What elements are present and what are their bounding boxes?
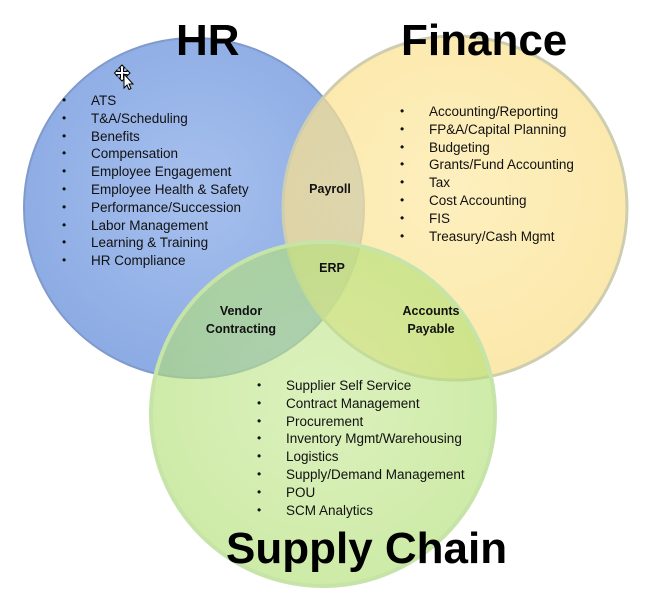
bullet-icon: • xyxy=(62,181,67,196)
list-item: •Learning & Training xyxy=(62,235,209,251)
list-item: •SCM Analytics xyxy=(257,502,374,518)
bullet-icon: • xyxy=(400,228,405,243)
list-item: •Employee Health & Safety xyxy=(62,181,249,197)
overlap-label-vendor-contracting: Vendor Contracting xyxy=(196,302,286,338)
bullet-icon: • xyxy=(400,121,405,136)
list-item: •Grants/Fund Accounting xyxy=(400,157,574,173)
list-item: •Procurement xyxy=(257,413,364,429)
bullet-icon: • xyxy=(62,128,67,143)
list-item: •Performance/Succession xyxy=(62,199,242,215)
overlap-label-line: Contracting xyxy=(205,322,277,336)
list-item: •HR Compliance xyxy=(62,253,186,269)
bullet-icon: • xyxy=(257,378,262,392)
bullet-icon: • xyxy=(257,395,262,410)
list-item: •Compensation xyxy=(62,146,179,162)
list-item: •Treasury/Cash Mgmt xyxy=(400,228,555,244)
bullet-icon: • xyxy=(400,157,405,172)
list-item: •Contract Management xyxy=(257,395,420,411)
bullet-icon: • xyxy=(257,413,262,428)
list-item: •Tax xyxy=(400,175,451,191)
hr-item-list: •ATS •T&A/Scheduling •Benefits •Compensa… xyxy=(62,92,249,270)
supply-chain-title: Supply Chain xyxy=(226,524,508,573)
bullet-icon: • xyxy=(257,484,262,499)
bullet-icon: • xyxy=(400,104,405,118)
bullet-icon: • xyxy=(400,192,405,207)
list-item: •Inventory Mgmt/Warehousing xyxy=(257,431,462,447)
bullet-icon: • xyxy=(62,217,67,232)
overlap-label-accounts-payable: Accounts Payable xyxy=(386,302,476,338)
hr-title: HR xyxy=(176,16,240,65)
supply-chain-circle xyxy=(149,240,497,588)
bullet-icon: • xyxy=(62,199,67,214)
list-item: •Employee Engagement xyxy=(62,164,232,180)
overlap-label-line: Accounts xyxy=(402,304,460,318)
bullet-icon: • xyxy=(62,146,67,161)
list-item: •T&A/Scheduling xyxy=(62,110,188,126)
list-item: •Cost Accounting xyxy=(400,192,527,208)
list-item: •Budgeting xyxy=(400,139,490,155)
bullet-icon: • xyxy=(62,110,67,125)
bullet-icon: • xyxy=(400,175,405,190)
bullet-icon: • xyxy=(257,502,262,517)
list-item: •Logistics xyxy=(257,449,339,465)
bullet-icon: • xyxy=(257,449,262,464)
overlap-label-payroll: Payroll xyxy=(309,182,351,196)
list-item: •Supply/Demand Management xyxy=(257,466,465,482)
bullet-icon: • xyxy=(62,93,67,107)
bullet-icon: • xyxy=(400,210,405,225)
bullet-icon: • xyxy=(400,139,405,154)
move-cursor-icon xyxy=(114,64,135,90)
list-item: •FIS xyxy=(400,210,451,226)
finance-item-list: •Accounting/Reporting •FP&A/Capital Plan… xyxy=(400,103,574,245)
list-item: •Accounting/Reporting xyxy=(400,104,559,119)
list-item: •Supplier Self Service xyxy=(257,378,412,393)
list-item: •Labor Management xyxy=(62,217,209,233)
overlap-label-line: Payable xyxy=(407,322,455,336)
bullet-icon: • xyxy=(62,235,67,250)
bullet-icon: • xyxy=(62,164,67,179)
overlap-label-line: Vendor xyxy=(219,304,263,318)
overlap-label-erp: ERP xyxy=(319,261,345,275)
list-item: •POU xyxy=(257,484,316,500)
finance-title: Finance xyxy=(401,16,568,65)
bullet-icon: • xyxy=(257,466,262,481)
bullet-icon: • xyxy=(62,253,67,268)
list-item: •ATS xyxy=(62,93,117,108)
supply-chain-item-list: •Supplier Self Service •Contract Managem… xyxy=(257,377,465,519)
list-item: •FP&A/Capital Planning xyxy=(400,121,567,137)
bullet-icon: • xyxy=(257,431,262,446)
list-item: •Benefits xyxy=(62,128,140,144)
